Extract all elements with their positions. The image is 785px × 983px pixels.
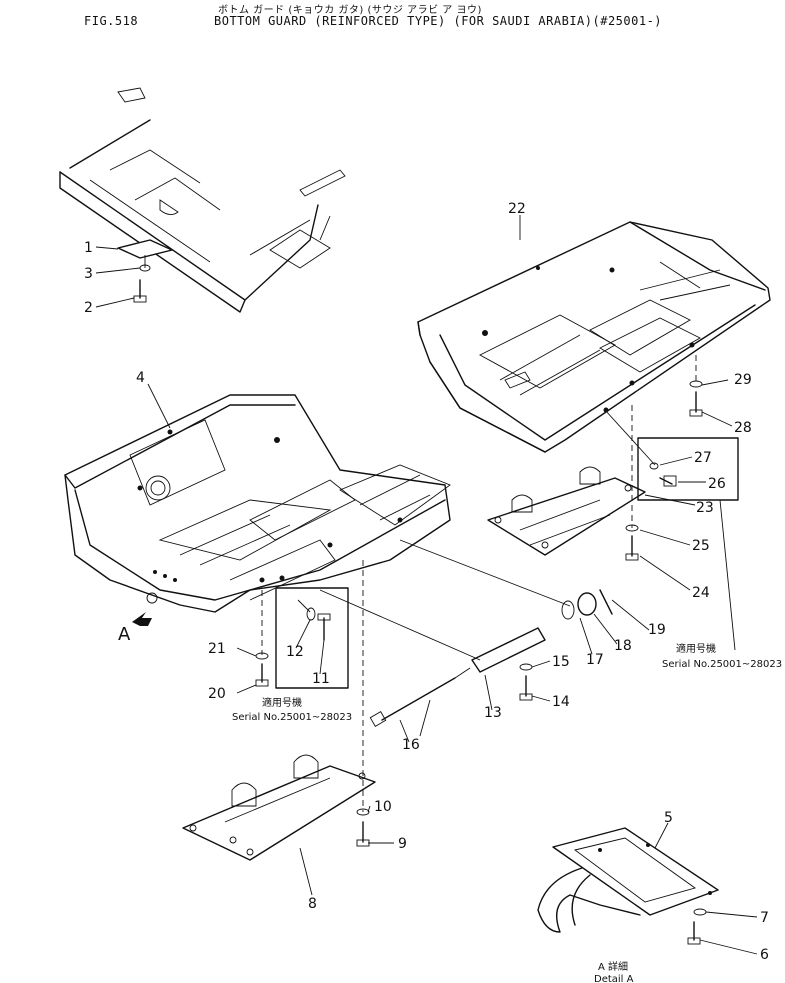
- link-13: [471, 627, 546, 673]
- callout-19: 19: [648, 622, 666, 638]
- serial-note-right-kanji: 適用号機: [676, 642, 716, 655]
- callout-28: 28: [734, 420, 752, 436]
- callout-26: 26: [708, 476, 726, 492]
- callouts: 1 2 3 4 5 6 7 8 9 10 11 12 13 14 15 16 1…: [84, 201, 769, 963]
- callout-16: 16: [402, 737, 420, 753]
- callout-21: 21: [208, 641, 226, 657]
- callout-22: 22: [508, 201, 526, 217]
- serial-note-right-text: Serial No.25001~28023: [662, 659, 782, 670]
- callout-3: 3: [84, 266, 93, 282]
- bolt-16: [381, 677, 456, 721]
- serial-note-right: 適用号機 Serial No.25001~28023: [662, 642, 782, 670]
- view-arrow: A: [118, 612, 152, 645]
- callout-17: 17: [586, 652, 604, 668]
- callout-5: 5: [664, 810, 673, 826]
- washer-10: [356, 808, 370, 816]
- callout-20: 20: [208, 686, 226, 702]
- callout-15: 15: [552, 654, 570, 670]
- callout-10: 10: [374, 799, 392, 815]
- figure-number: FIG.518: [84, 14, 139, 28]
- detail-caption-text: Detail A: [594, 974, 634, 983]
- serial-note-left-text: Serial No.25001~28023: [232, 712, 352, 723]
- hook-5: [537, 827, 719, 933]
- detail-caption-kanji: A 詳細: [598, 960, 628, 973]
- washer-12: [306, 607, 316, 621]
- serial-note-left: 適用号機 Serial No.25001~28023: [232, 696, 352, 723]
- serial-box-right: [637, 437, 739, 501]
- callout-24: 24: [692, 585, 710, 601]
- callout-13: 13: [484, 705, 502, 721]
- washer-27: [649, 462, 659, 470]
- serial-box-left: [275, 587, 349, 689]
- center-lines: [144, 255, 736, 812]
- callout-25: 25: [692, 538, 710, 554]
- callout-8: 8: [308, 896, 317, 912]
- callout-4: 4: [136, 370, 145, 386]
- fasteners: [117, 239, 739, 945]
- view-arrow-label: A: [118, 624, 131, 645]
- diagram-title: BOTTOM GUARD (REINFORCED TYPE) (FOR SAUD…: [214, 14, 663, 28]
- washer-17: [561, 600, 575, 620]
- washer-15: [519, 663, 533, 671]
- nut-18: [577, 592, 597, 616]
- callout-27: 27: [694, 450, 712, 466]
- callout-11: 11: [312, 671, 330, 687]
- callout-23: 23: [696, 500, 714, 516]
- plate-23: [487, 466, 646, 556]
- washer-7: [693, 908, 707, 916]
- leader-lines: [95, 215, 758, 955]
- pin-19: [599, 589, 613, 615]
- callout-7: 7: [760, 910, 769, 926]
- frame-drawing: [59, 87, 346, 313]
- callout-6: 6: [760, 947, 769, 963]
- callout-1: 1: [84, 240, 93, 256]
- callout-29: 29: [734, 372, 752, 388]
- bracket-1: [117, 239, 173, 259]
- guard-4: [64, 394, 451, 613]
- callout-18: 18: [614, 638, 632, 654]
- callout-12: 12: [286, 644, 304, 660]
- guard-22: [417, 221, 771, 453]
- callout-2: 2: [84, 300, 93, 316]
- plate-8: [182, 754, 376, 861]
- title-katakana: ボトム ガード (キョウカ ガタ) (サウジ アラビ ア ヨウ): [218, 5, 482, 16]
- detail-caption: A 詳細 Detail A: [594, 960, 634, 983]
- bolt-26: [659, 477, 673, 485]
- washer-29: [689, 380, 703, 388]
- serial-note-left-kanji: 適用号機: [262, 696, 302, 709]
- callout-14: 14: [552, 694, 570, 710]
- callout-9: 9: [398, 836, 407, 852]
